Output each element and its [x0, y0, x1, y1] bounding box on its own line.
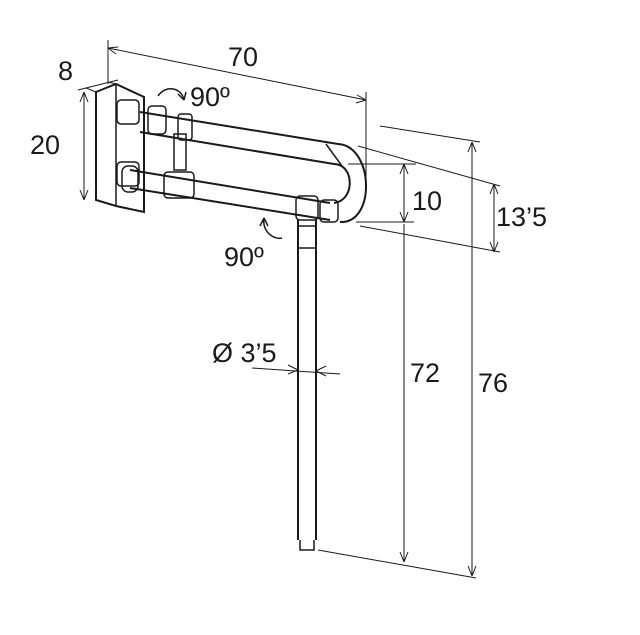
- dim-bar-spacing: [348, 163, 416, 223]
- dim-plate-height: [79, 91, 89, 201]
- dim-total-bar-height: [357, 145, 501, 253]
- label-top-width: 70: [228, 42, 258, 72]
- dim-plate-thickness: [77, 79, 119, 93]
- upper-tube: [139, 105, 339, 165]
- dim-top-width: [107, 40, 367, 186]
- label-rotation-bottom: 90º: [224, 242, 264, 272]
- support-leg: [297, 220, 317, 551]
- rotation-arc-top: [157, 88, 187, 101]
- leg-connector: [295, 195, 339, 223]
- label-plate-thickness: 8: [58, 56, 73, 86]
- dim-leg-height: [317, 224, 477, 579]
- label-total-height: 76: [478, 368, 508, 398]
- label-total-bar-height: 13’5: [496, 202, 547, 232]
- hinge-block: [173, 133, 187, 171]
- label-bar-spacing: 10: [412, 186, 442, 216]
- lower-tube: [121, 165, 331, 221]
- label-leg-diameter: Ø 3’5: [212, 338, 277, 368]
- label-rotation-top: 90º: [190, 82, 230, 112]
- rotation-arc-bottom: [259, 217, 283, 240]
- u-bend: [325, 143, 367, 224]
- label-leg-height: 72: [410, 358, 440, 388]
- label-plate-height: 20: [30, 130, 60, 160]
- dim-leg-diameter: [251, 364, 341, 377]
- wall-plate: [95, 82, 145, 214]
- dim-total-height: [379, 125, 481, 577]
